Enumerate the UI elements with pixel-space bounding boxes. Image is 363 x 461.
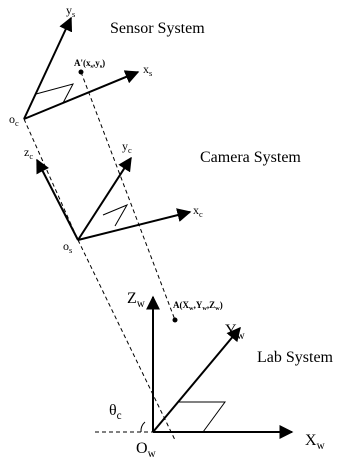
lab-y-axis [152,326,241,433]
lab-x-label: Xw [305,432,326,452]
camera-z-label: zc [24,145,33,161]
camera-system-title: Camera System [200,149,301,166]
sensor-y-label: ys [66,3,75,19]
sensor-parallelogram [35,83,74,104]
sensor-origin-label: oc [9,112,19,128]
world-point-dot [172,317,178,323]
camera-y-label: yc [122,139,132,155]
camera-z-axis [36,158,79,241]
camera-x-label: xc [193,203,203,219]
image-point-dot [78,69,84,75]
theta-label: θc [109,402,122,422]
sensor-x-label: xs [143,62,152,78]
sensor-y-axis [23,16,73,120]
projection-line-image-to-world [80,71,176,321]
sensor-system [23,16,140,120]
lab-parallelogram [178,401,226,433]
projection-line-sensor-to-camera [23,118,79,241]
sensor-system-title: Sensor System [110,20,205,37]
lab-system [140,295,294,439]
camera-origin-label: os [63,239,72,255]
camera-system [36,156,192,241]
lab-y-label: Yw [225,322,246,342]
camera-x-axis [77,208,192,241]
lab-origin-label: Ow [136,440,157,460]
image-point-label: A'(xs,ys) [74,58,105,70]
theta-angle-arc [140,421,146,433]
projection-line-camera-to-lab [77,239,176,441]
lab-system-title: Lab System [257,349,334,366]
world-point-label: A(Xw,Yw,Zw) [173,300,223,312]
camera-y-axis [77,156,132,241]
lab-z-label: Zw [127,290,146,310]
projection-lines [23,71,176,441]
camera-parallelogram [102,203,129,227]
sensor-x-axis [23,70,140,120]
